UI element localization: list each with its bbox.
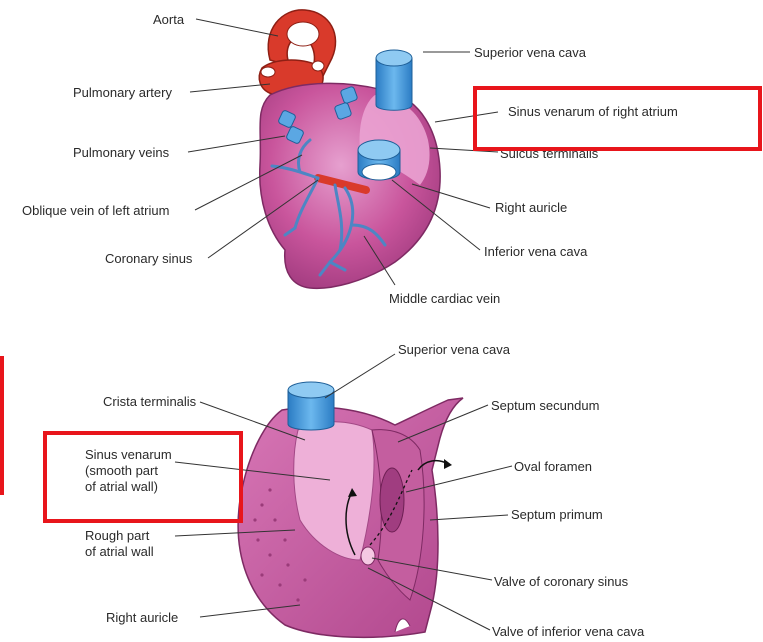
label-coronary-sinus: Coronary sinus <box>105 251 193 266</box>
label-valve-coronary-sinus: Valve of coronary sinus <box>494 574 629 589</box>
label-crista-terminalis: Crista terminalis <box>103 394 197 409</box>
label-right-auricle-bottom: Right auricle <box>106 610 178 625</box>
label-superior-vena-cava-top: Superior vena cava <box>474 45 587 60</box>
label-middle-cardiac-vein: Middle cardiac vein <box>389 291 500 306</box>
label-septum-secundum: Septum secundum <box>491 398 599 413</box>
bottom-oval-foramen <box>380 468 404 532</box>
top-heart-illustration <box>259 10 440 288</box>
label-aorta: Aorta <box>153 12 185 27</box>
label-septum-primum: Septum primum <box>511 507 603 522</box>
label-rough-part-line2: of atrial wall <box>85 544 154 559</box>
label-right-auricle-top: Right auricle <box>495 200 567 215</box>
label-inferior-vena-cava-top: Inferior vena cava <box>484 244 588 259</box>
label-superior-vena-cava-bottom: Superior vena cava <box>398 342 511 357</box>
bottom-coronary-sinus-opening <box>361 547 375 565</box>
label-valve-inferior-vena-cava: Valve of inferior vena cava <box>492 624 645 639</box>
label-sinus-venarum-line1: Sinus venarum <box>85 447 172 462</box>
label-sinus-venarum-line2: (smooth part <box>85 463 158 478</box>
label-rough-part-line1: Rough part <box>85 528 150 543</box>
highlight-box-partial-left-edge <box>0 358 2 493</box>
label-pulmonary-artery: Pulmonary artery <box>73 85 172 100</box>
label-sinus-venarum-right-atrium: Sinus venarum of right atrium <box>508 104 678 119</box>
aorta-lumen <box>287 22 319 46</box>
label-pulmonary-veins: Pulmonary veins <box>73 145 170 160</box>
label-oblique-vein: Oblique vein of left atrium <box>22 203 169 218</box>
label-sinus-venarum-line3: of atrial wall) <box>85 479 158 494</box>
label-oval-foramen: Oval foramen <box>514 459 592 474</box>
